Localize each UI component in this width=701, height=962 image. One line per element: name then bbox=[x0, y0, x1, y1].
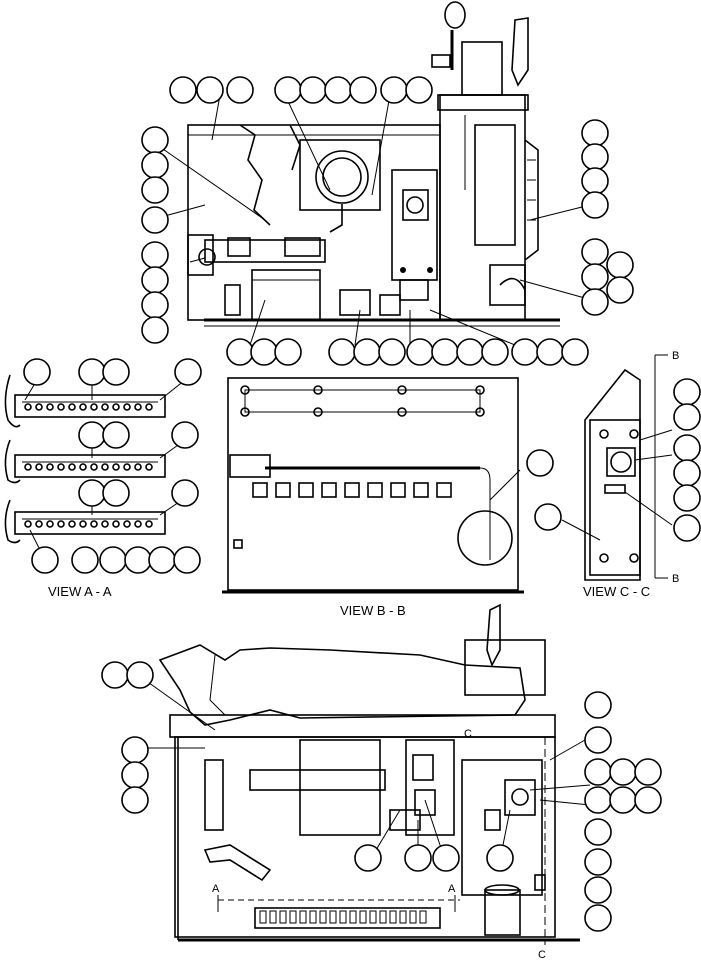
harness-clip bbox=[475, 407, 485, 417]
terminal-screw bbox=[123, 463, 131, 471]
terminal-block bbox=[329, 910, 337, 924]
view-c-label: VIEW C - C bbox=[583, 584, 650, 599]
view-c-c bbox=[561, 354, 673, 581]
callout-bubbles-top bbox=[141, 76, 634, 366]
terminal-screw bbox=[145, 463, 153, 471]
terminal-screw bbox=[123, 403, 131, 411]
terminal-block bbox=[349, 910, 357, 924]
harness-clip bbox=[397, 385, 407, 395]
connector bbox=[413, 482, 429, 498]
callout-bubbles-view-a bbox=[23, 358, 202, 574]
section-marker-b-bottom: B bbox=[672, 573, 679, 585]
harness-clip bbox=[240, 407, 250, 417]
terminal-block bbox=[399, 910, 407, 924]
connector bbox=[298, 482, 314, 498]
terminal-screw bbox=[35, 463, 43, 471]
harness-clip bbox=[240, 385, 250, 395]
connector bbox=[367, 482, 383, 498]
harness-clip bbox=[475, 385, 485, 395]
section-marker-a-right: A bbox=[448, 883, 456, 895]
terminal-screw bbox=[68, 520, 76, 528]
terminal-screw bbox=[112, 520, 120, 528]
section-marker-c-top: C bbox=[464, 728, 472, 740]
terminal-screw bbox=[68, 403, 76, 411]
terminal-screw bbox=[57, 520, 65, 528]
terminal-block bbox=[299, 910, 307, 924]
terminal-screw bbox=[24, 463, 32, 471]
terminal-block bbox=[279, 910, 287, 924]
terminal-screw bbox=[79, 463, 87, 471]
connector bbox=[252, 482, 268, 498]
connector bbox=[390, 482, 406, 498]
terminal-block bbox=[389, 910, 397, 924]
terminal-screw bbox=[101, 520, 109, 528]
terminal-screw bbox=[35, 520, 43, 528]
view-b-b bbox=[222, 377, 524, 594]
terminal-screw bbox=[134, 463, 142, 471]
terminal-screw bbox=[35, 403, 43, 411]
terminal-screw bbox=[90, 463, 98, 471]
terminal-screw bbox=[134, 520, 142, 528]
terminal-screw bbox=[145, 403, 153, 411]
terminal-screw bbox=[112, 463, 120, 471]
terminal-screw bbox=[123, 520, 131, 528]
connector bbox=[436, 482, 452, 498]
terminal-screw bbox=[24, 403, 32, 411]
connector bbox=[275, 482, 291, 498]
terminal-screw bbox=[79, 403, 87, 411]
terminal-screw bbox=[68, 463, 76, 471]
view-a-label: VIEW A - A bbox=[48, 584, 112, 599]
callout-bubbles-view-c bbox=[534, 378, 701, 542]
terminal-block bbox=[269, 910, 277, 924]
terminal-screw bbox=[101, 463, 109, 471]
connector bbox=[344, 482, 360, 498]
terminal-block bbox=[379, 910, 387, 924]
terminal-screw bbox=[46, 463, 54, 471]
terminal-screw bbox=[46, 520, 54, 528]
connector bbox=[321, 482, 337, 498]
terminal-screw bbox=[79, 520, 87, 528]
view-b-label: VIEW B - B bbox=[340, 603, 406, 618]
terminal-block bbox=[369, 910, 377, 924]
terminal-block bbox=[409, 910, 417, 924]
terminal-screw bbox=[112, 403, 120, 411]
terminal-screw bbox=[24, 520, 32, 528]
terminal-block bbox=[309, 910, 317, 924]
terminal-screw bbox=[134, 403, 142, 411]
terminal-block bbox=[339, 910, 347, 924]
harness-clip bbox=[397, 407, 407, 417]
terminal-block bbox=[289, 910, 297, 924]
callout-bubbles-view-b bbox=[526, 449, 554, 477]
section-marker-c-bottom: C bbox=[538, 949, 546, 961]
harness-clip bbox=[313, 385, 323, 395]
section-marker-a-left: A bbox=[212, 883, 220, 895]
terminal-screw bbox=[57, 403, 65, 411]
callout-bubbles-bottom bbox=[101, 661, 662, 932]
terminal-screw bbox=[90, 520, 98, 528]
terminal-screw bbox=[145, 520, 153, 528]
terminal-screw bbox=[57, 463, 65, 471]
terminal-block bbox=[319, 910, 327, 924]
harness-clip bbox=[313, 407, 323, 417]
terminal-block bbox=[259, 910, 267, 924]
section-marker-b-top: B bbox=[672, 350, 679, 362]
view-a-a bbox=[4, 374, 186, 561]
terminal-screw bbox=[101, 403, 109, 411]
top-assembly bbox=[149, 1, 593, 346]
terminal-block bbox=[419, 910, 427, 924]
terminal-screw bbox=[90, 403, 98, 411]
terminal-block bbox=[359, 910, 367, 924]
terminal-screw bbox=[46, 403, 54, 411]
bottom-assembly bbox=[130, 603, 591, 945]
